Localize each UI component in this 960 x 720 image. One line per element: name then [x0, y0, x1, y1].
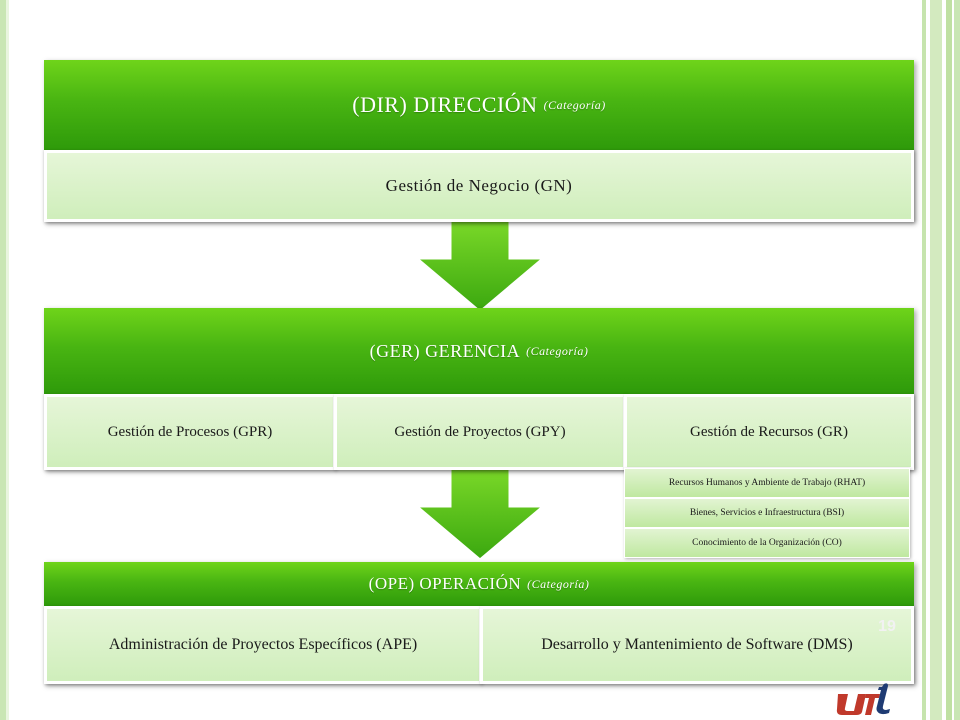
- ope-cell-dms: Desarrollo y Mantenimiento de Software (…: [480, 606, 914, 684]
- ope-band: (OPE) OPERACIÓN (Categoría) Administraci…: [44, 562, 914, 684]
- ger-cell-gr: Gestión de Recursos (GR): [624, 394, 914, 470]
- dir-band-header: (DIR) DIRECCIÓN (Categoría): [44, 60, 914, 150]
- ope-title: (OPE) OPERACIÓN: [368, 574, 522, 593]
- ger-cell-gpy: Gestión de Proyectos (GPY): [334, 394, 626, 470]
- gr-subitem-co: Conocimiento de la Organización (CO): [624, 528, 910, 558]
- ger-band-header: (GER) GERENCIA (Categoría): [44, 308, 914, 394]
- page-frame-left: [0, 0, 6, 720]
- dir-band: (DIR) DIRECCIÓN (Categoría) Gestión de N…: [44, 60, 914, 222]
- decorative-side-stripes: [916, 0, 960, 720]
- ope-category-label: (Categoría): [527, 576, 590, 591]
- utt-logo-icon: [836, 683, 890, 715]
- gr-subitem-bsi: Bienes, Servicios e Infraestructura (BSI…: [624, 498, 910, 528]
- gr-subitem-rhat: Recursos Humanos y Ambiente de Trabajo (…: [624, 468, 910, 498]
- down-arrow-icon: [414, 214, 546, 314]
- down-arrow-icon: [414, 462, 546, 562]
- gr-subitem-list: Recursos Humanos y Ambiente de Trabajo (…: [624, 468, 910, 558]
- slide-page-number: 19: [878, 618, 896, 635]
- dir-title: (DIR) DIRECCIÓN: [352, 92, 538, 117]
- ger-title: (GER) GERENCIA: [369, 340, 521, 361]
- ger-band: (GER) GERENCIA (Categoría) Gestión de Pr…: [44, 308, 914, 470]
- ope-cell-ape: Administración de Proyectos Específicos …: [44, 606, 482, 684]
- ger-cell-gpr: Gestión de Procesos (GPR): [44, 394, 336, 470]
- ger-category-label: (Categoría): [526, 343, 589, 358]
- dir-cell-gn: Gestión de Negocio (GN): [44, 150, 914, 222]
- dir-category-label: (Categoría): [543, 97, 606, 112]
- ope-band-header: (OPE) OPERACIÓN (Categoría): [44, 562, 914, 606]
- page-frame-left-inner: [6, 0, 9, 720]
